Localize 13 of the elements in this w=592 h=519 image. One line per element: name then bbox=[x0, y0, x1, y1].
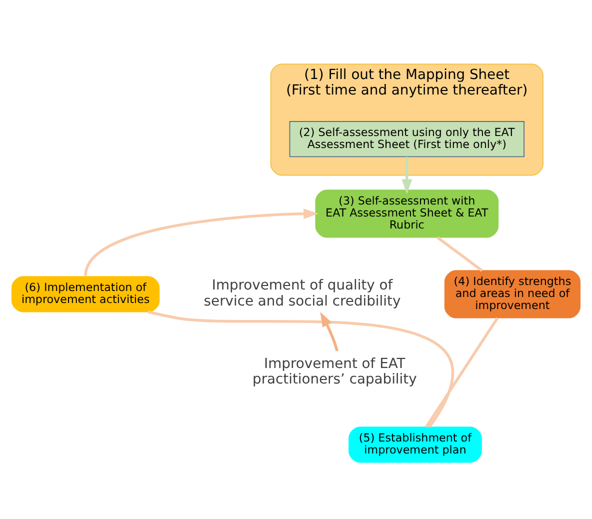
connector bbox=[424, 317, 499, 428]
arrow bbox=[402, 156, 412, 194]
arrow bbox=[84, 208, 318, 276]
node-box: (3) Self-assessment with EAT Assessment Sheet & EAT Rubric bbox=[315, 190, 499, 238]
node-box: (6) Implementation of improvement activities bbox=[11, 276, 160, 312]
arrow bbox=[320, 312, 339, 352]
node-box: (2) Self-assessment using only the EAT Assessment Sheet (First time only*) bbox=[289, 121, 524, 158]
node-text: Improvement of EAT practitioners’ capability bbox=[252, 356, 417, 388]
node-box: (5) Establishment of improvement plan bbox=[348, 426, 482, 463]
connector bbox=[148, 310, 454, 428]
node-box: (4) Identify strengths and areas in need of improvement bbox=[444, 270, 581, 318]
connector bbox=[436, 236, 483, 272]
node-text: Improvement of quality of service and social credibility bbox=[204, 278, 401, 310]
